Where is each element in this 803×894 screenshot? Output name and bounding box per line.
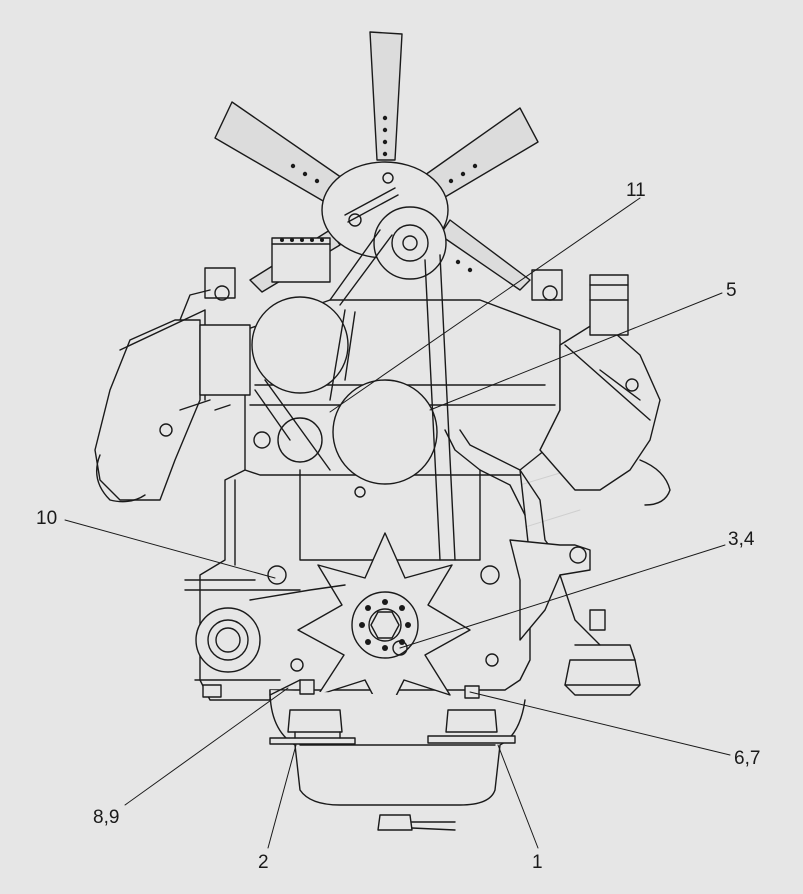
fan-blade-top	[369, 31, 403, 161]
left-water-pump	[184, 579, 346, 681]
leader-34	[399, 544, 726, 649]
callout-6-7: 6,7	[734, 748, 761, 769]
left-fitting	[179, 267, 251, 411]
callout-11: 11	[626, 180, 646, 201]
callout-10: 10	[36, 508, 58, 529]
callout-8-9: 8,9	[93, 807, 120, 828]
drive-belts	[254, 229, 456, 561]
leader-2	[267, 744, 297, 849]
leader-1	[497, 744, 539, 849]
leader-5	[429, 292, 723, 411]
fan-blade-holes	[290, 115, 478, 273]
leader-89	[124, 687, 289, 806]
right-bracket	[509, 539, 641, 696]
right-fitting	[531, 269, 629, 336]
mount-left	[269, 709, 356, 745]
callout-5: 5	[726, 280, 737, 301]
callout-1: 1	[532, 852, 543, 873]
leader-67	[469, 691, 731, 756]
left-valve-cover	[94, 309, 206, 503]
leader-lines	[64, 197, 731, 849]
right-valve-cover	[539, 319, 671, 506]
fan-blade-lower-right	[439, 219, 531, 291]
lower-bolts	[202, 679, 480, 699]
callout-2: 2	[258, 852, 269, 873]
leader-11	[329, 197, 641, 413]
fan-blade-upper-left	[214, 101, 346, 206]
callout-3-4: 3,4	[728, 529, 755, 550]
crankshaft-pulley	[267, 532, 500, 719]
cooling-fan	[214, 31, 539, 293]
top-box	[271, 237, 331, 283]
idler-pulley	[373, 206, 447, 280]
fan-blade-upper-right	[424, 107, 539, 201]
leader-10	[64, 519, 276, 579]
mount-right	[427, 709, 516, 744]
alternator	[251, 296, 438, 498]
